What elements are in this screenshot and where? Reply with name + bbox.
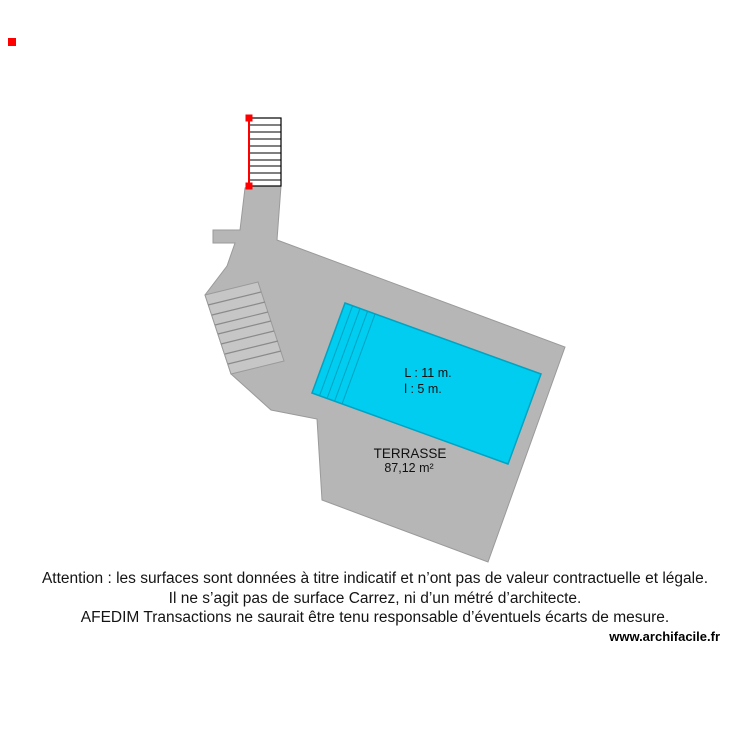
pool-shape: [311, 302, 542, 465]
disclaimer-line-2: Il ne s’agit pas de surface Carrez, ni d…: [168, 589, 582, 607]
room-area-label: 87,12 m²: [384, 461, 433, 475]
wall-handle-bottom[interactable]: [245, 182, 253, 190]
wall-handle-top[interactable]: [245, 114, 253, 122]
top-staircase-outline: [248, 117, 282, 187]
top-staircase-treads: [249, 124, 281, 181]
top-staircase: [245, 114, 282, 190]
red-marker[interactable]: [8, 38, 16, 46]
website-watermark: www.archifacile.fr: [609, 629, 720, 644]
pool-length-label: L : 11 m.: [404, 366, 451, 380]
exterior-stairs: [204, 281, 285, 375]
pool-steps: [319, 305, 376, 405]
disclaimer-text: Attention : les surfaces sont données à …: [0, 569, 750, 628]
disclaimer-line-1: Attention : les surfaces sont données à …: [41, 570, 709, 587]
pool-width-label: l : 5 m.: [404, 382, 442, 396]
room-label: TERRASSE: [374, 446, 447, 461]
exterior-stairs-treads: [207, 291, 282, 365]
disclaimer-line-3: AFEDIM Transactions ne saurait être tenu…: [80, 609, 670, 626]
